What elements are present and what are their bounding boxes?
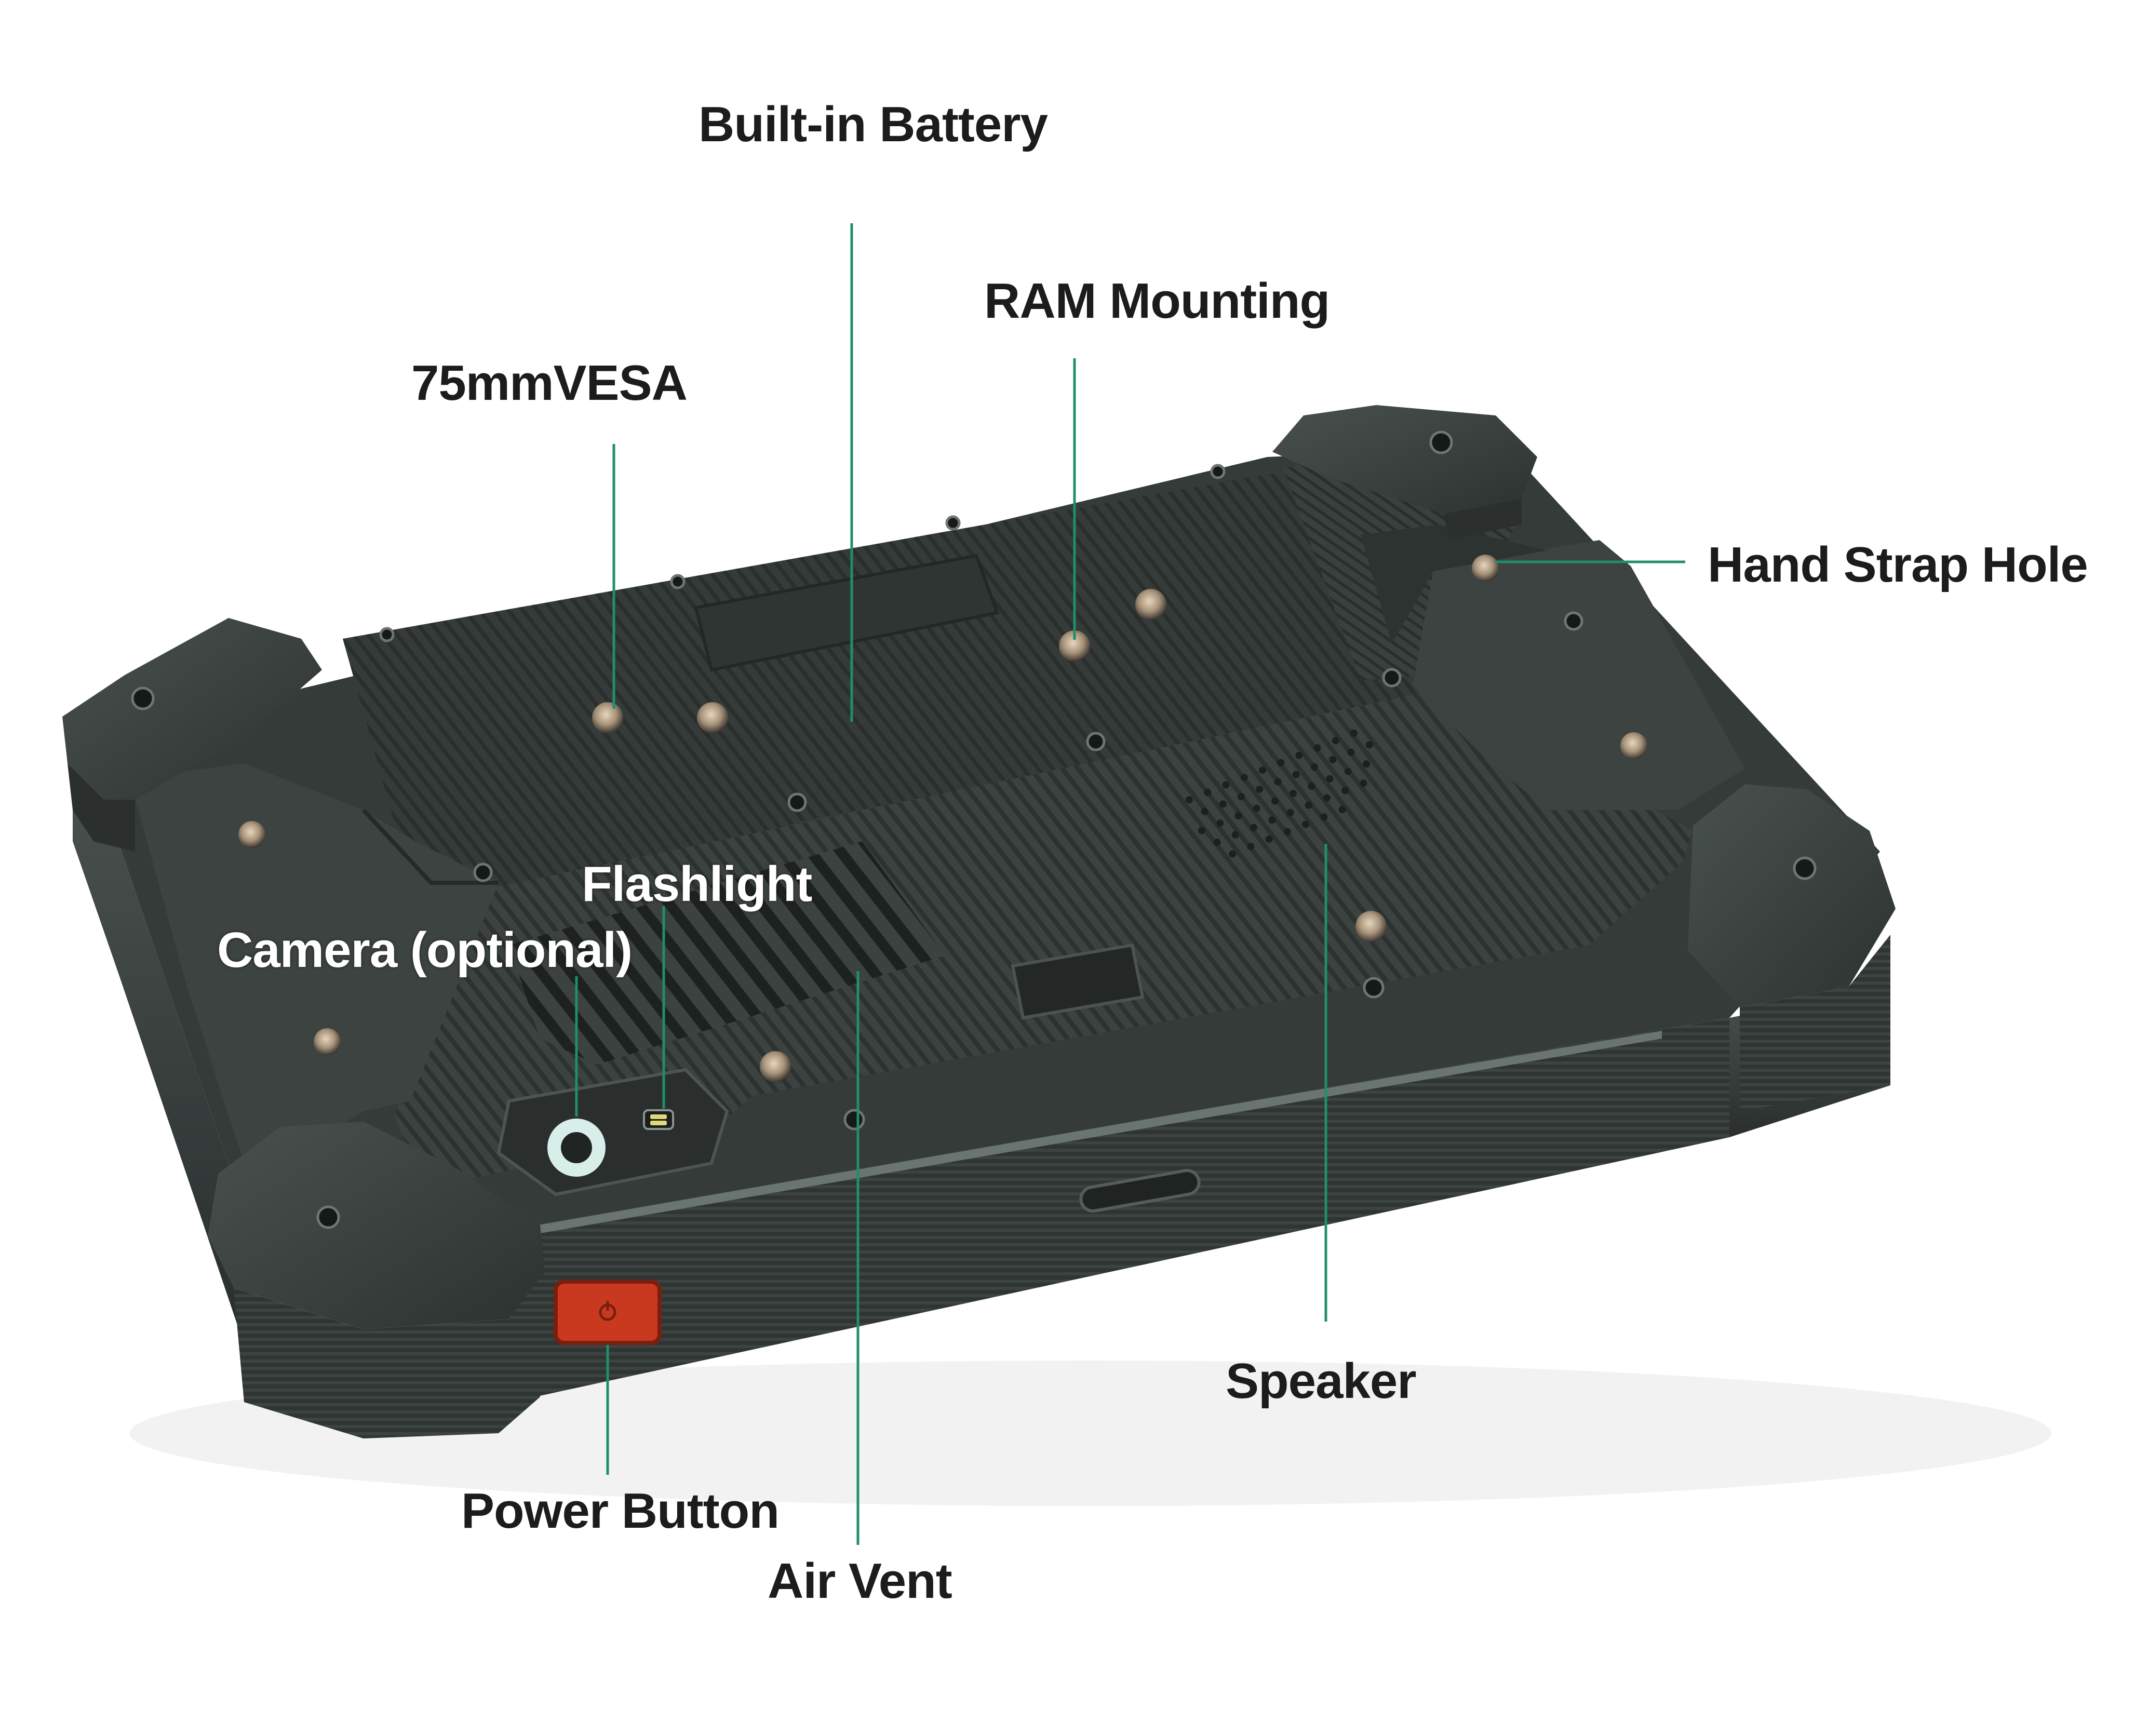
label-camera: Camera (optional)	[217, 922, 633, 978]
label-ram-mounting: RAM Mounting	[984, 273, 1330, 329]
flashlight-icon	[643, 1109, 674, 1130]
left-panel-crease	[362, 809, 499, 885]
label-recess	[694, 554, 1000, 672]
label-built-in-battery: Built-in Battery	[699, 97, 1048, 152]
bumper-top-right	[1272, 405, 1537, 540]
tablet-side-left	[73, 758, 239, 1329]
air-vent-grille	[509, 841, 945, 1065]
leader-lines	[575, 223, 1685, 1545]
bumper-top-left	[62, 618, 322, 852]
bottom-slot	[1079, 1169, 1201, 1213]
left-raised-panel	[130, 763, 499, 1163]
bottom-edge-highlight	[540, 1031, 1662, 1233]
label-power-button: Power Button	[461, 1483, 780, 1539]
battery-cover-panel	[343, 473, 1475, 909]
label-speaker: Speaker	[1226, 1353, 1417, 1409]
label-air-vent: Air Vent	[768, 1553, 952, 1609]
bumper-bottom-right	[1688, 784, 1896, 1111]
power-icon	[599, 1301, 616, 1321]
vesa-screws	[592, 702, 1387, 1082]
label-flashlight: Flashlight	[582, 856, 812, 912]
speaker-grille	[1186, 729, 1373, 858]
bumper-bottom-left	[208, 1122, 545, 1438]
right-raised-panel	[1413, 540, 1745, 810]
lower-back-panel	[395, 691, 1693, 1184]
camera-lens-icon	[547, 1119, 606, 1177]
right-panel-edge	[1361, 524, 1548, 644]
ground-shadow	[130, 1361, 2051, 1506]
label-vesa: 75mmVESA	[411, 355, 688, 411]
black-screws	[131, 430, 1817, 1229]
hand-strap-hole	[238, 555, 1647, 1055]
port-recess	[1011, 943, 1145, 1020]
label-hand-strap-hole: Hand Strap Hole	[1708, 537, 2088, 593]
tablet-side-bottom	[535, 1018, 1729, 1397]
ram-mount-screws	[1059, 589, 1166, 662]
power-button[interactable]	[554, 1280, 662, 1345]
